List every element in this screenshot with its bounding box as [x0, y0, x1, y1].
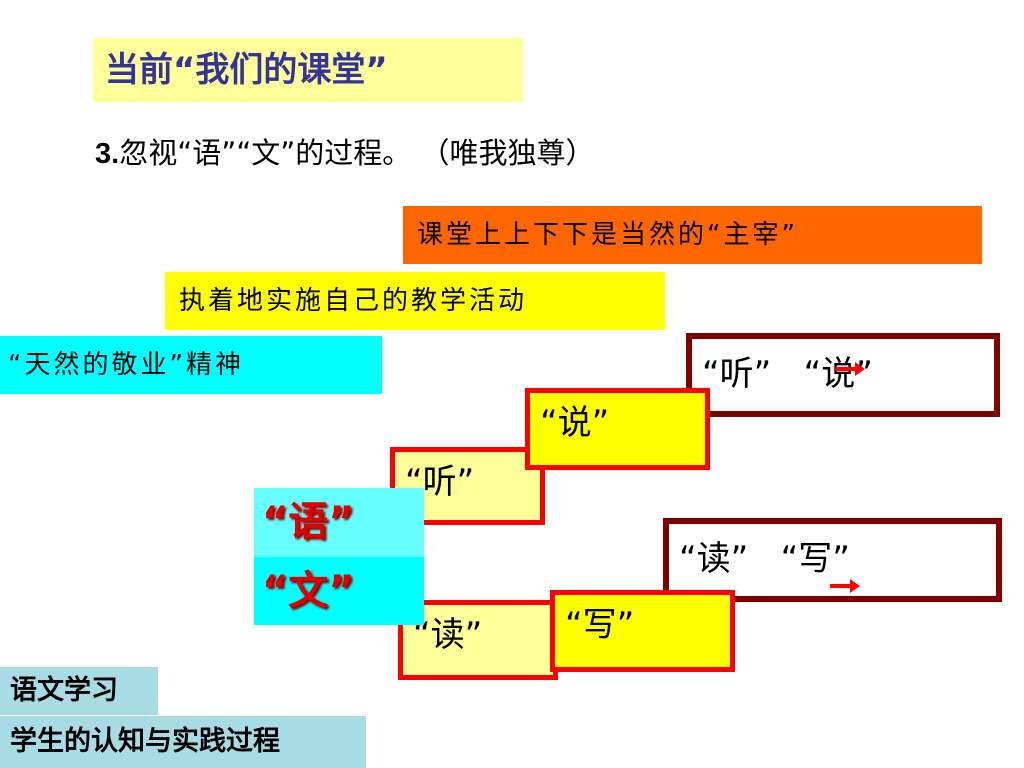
wen-label: “文”: [254, 556, 424, 625]
arrow-right-icon: [830, 579, 860, 593]
step-read: “读”: [398, 600, 558, 680]
point-text: 忽视“语”“文”的过程。 （唯我独尊）: [119, 136, 595, 170]
arrow-right-icon: [835, 362, 865, 376]
frame-listen: “听”: [702, 354, 772, 394]
point-number: 3.: [95, 138, 120, 170]
step-speak: “说”: [525, 388, 710, 470]
slide-title: 当前“我们的课堂”: [93, 38, 523, 102]
frame-listen-speak: “听” “说”: [686, 333, 1000, 417]
frame-speak: “说”: [803, 354, 873, 394]
frame-read: “读”: [679, 539, 749, 579]
step-write: “写”: [550, 590, 735, 672]
yuwen-block: “语” “文”: [254, 488, 424, 625]
label-master: 课堂上上下下是当然的“主宰”: [403, 206, 982, 264]
label-dedication: “天然的敬业”精神: [0, 336, 382, 394]
point-3: 3.忽视“语”“文”的过程。 （唯我独尊）: [95, 132, 795, 175]
frame-write: “写”: [780, 539, 850, 579]
tag-process: 学生的认知与实践过程: [0, 716, 366, 768]
tag-study: 语文学习: [0, 667, 158, 715]
label-teaching: 执着地实施自己的教学活动: [165, 272, 665, 330]
yu-label: “语”: [254, 488, 424, 557]
